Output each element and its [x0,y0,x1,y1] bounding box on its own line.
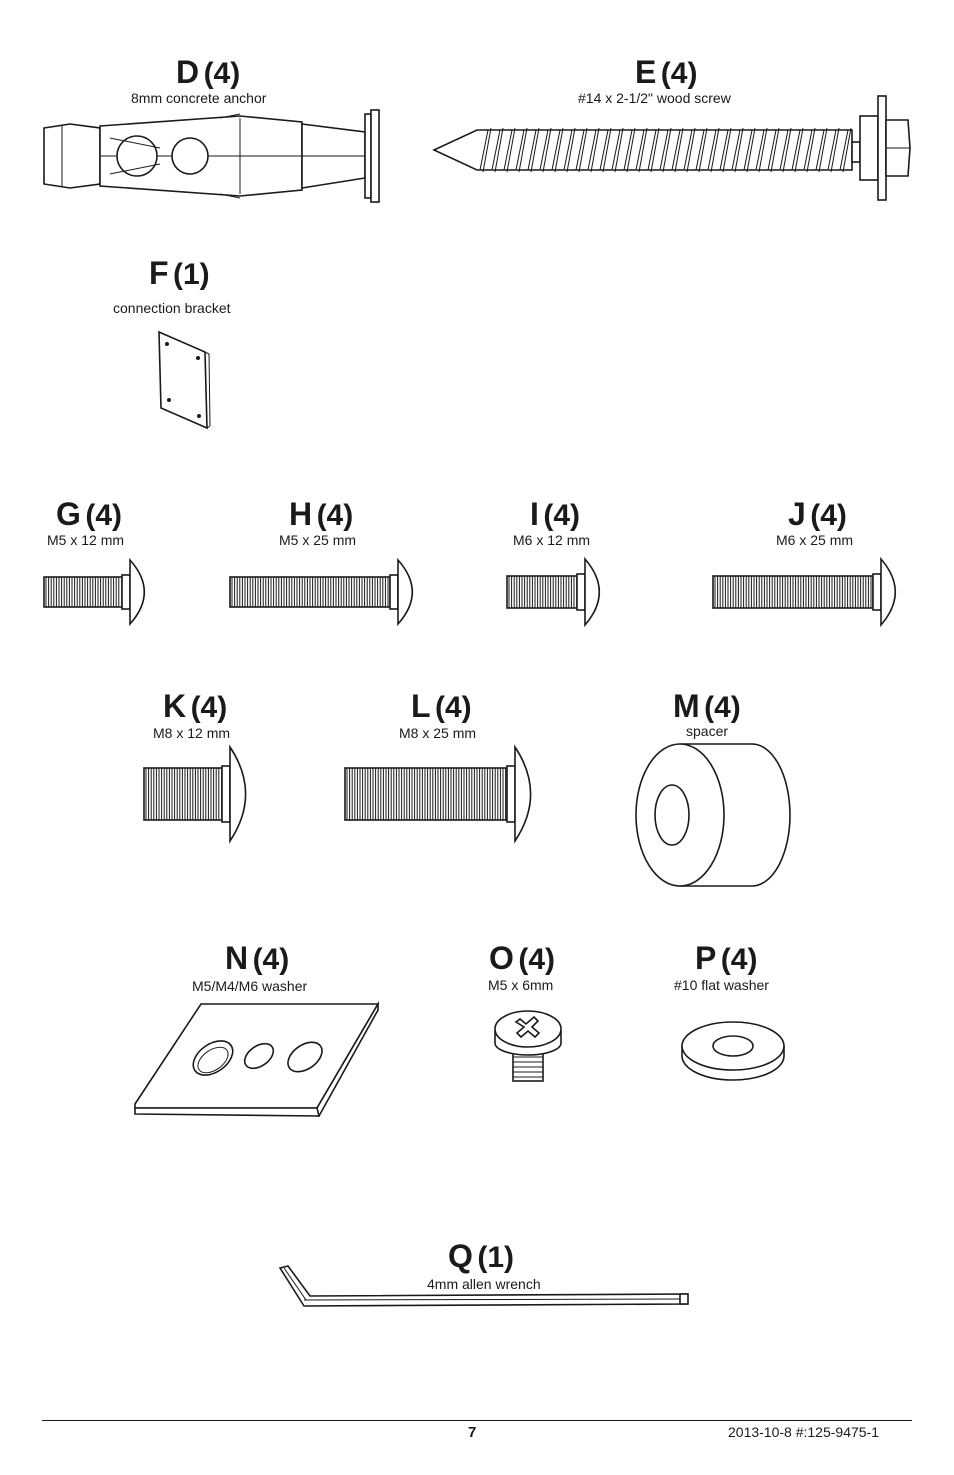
part-i-desc: M6 x 12 mm [513,532,591,548]
bolt-icon-g [43,557,145,627]
part-m-qty: (4) [704,691,741,724]
part-p-letter: P [695,940,717,976]
part-l-letter: L [411,688,431,724]
spacer-icon [635,743,791,887]
part-h-desc: M5 x 25 mm [279,532,357,548]
bracket-icon [158,330,211,430]
part-d-letter: D [176,54,200,90]
washer-plate-icon [134,1001,380,1117]
part-m-desc: spacer [686,723,729,739]
part-e-qty: (4) [660,57,698,90]
part-e-letter: E [635,54,657,90]
part-g-letter: G [56,496,81,532]
part-j-label: J (4) [788,498,847,531]
bolt-icon-j [712,556,896,628]
allen-wrench-icon [278,1265,689,1307]
part-q-desc: 4mm allen wrench [427,1276,541,1292]
concrete-anchor-icon [43,109,380,203]
part-p-label: P (4) [695,942,757,975]
part-f-letter: F [149,255,169,291]
part-n-letter: N [225,940,249,976]
part-m-label: M (4) [673,690,741,723]
part-l-label: L (4) [411,690,472,723]
part-e-desc: #14 x 2-1/2" wood screw [578,90,731,106]
part-l-qty: (4) [435,691,472,724]
part-o-label: O (4) [489,942,555,975]
part-i-qty: (4) [543,499,581,532]
part-d-label: D (4) [176,56,240,89]
part-o-qty: (4) [518,943,556,976]
part-p-qty: (4) [720,943,758,976]
part-d-desc: 8mm concrete anchor [131,90,267,106]
part-j-letter: J [788,496,806,532]
part-g-label: G (4) [56,498,122,531]
part-i-letter: I [530,496,539,532]
part-k-qty: (4) [190,691,228,724]
part-d-qty: (4) [203,57,241,90]
part-l-desc: M8 x 25 mm [399,725,477,741]
part-j-desc: M6 x 25 mm [776,532,854,548]
part-q-letter: Q [448,1238,473,1274]
part-g-desc: M5 x 12 mm [47,532,125,548]
part-n-label: N (4) [225,942,289,975]
page-number: 7 [468,1424,477,1441]
flat-washer-icon [681,1021,785,1081]
part-o-desc: M5 x 6mm [488,977,554,993]
part-k-letter: K [163,688,187,724]
part-k-label: K (4) [163,690,227,723]
part-g-qty: (4) [85,499,123,532]
bolt-icon-h [229,557,413,627]
part-q-qty: (1) [477,1241,515,1274]
part-f-desc: connection bracket [113,300,231,316]
part-k-desc: M8 x 12 mm [153,725,231,741]
footer-rule [42,1420,912,1421]
part-e-label: E (4) [635,56,697,89]
part-h-qty: (4) [316,499,354,532]
part-h-label: H (4) [289,498,353,531]
part-q-label: Q (1) [448,1240,514,1273]
part-i-label: I (4) [530,498,580,531]
part-j-qty: (4) [810,499,847,532]
doc-code: 2013-10-8 #:125-9475-1 [728,1424,880,1440]
bolt-icon-i [506,556,600,628]
part-n-qty: (4) [252,943,290,976]
bolt-icon-l [344,744,532,844]
bolt-icon-k [143,744,247,844]
wood-screw-icon [432,95,911,201]
part-f-qty: (1) [173,258,210,291]
part-m-letter: M [673,688,700,724]
part-p-desc: #10 flat washer [674,977,769,993]
part-o-letter: O [489,940,514,976]
phillips-screw-icon [494,1010,562,1082]
part-h-letter: H [289,496,313,532]
part-f-label: F (1) [149,257,210,290]
part-n-desc: M5/M4/M6 washer [192,978,308,994]
